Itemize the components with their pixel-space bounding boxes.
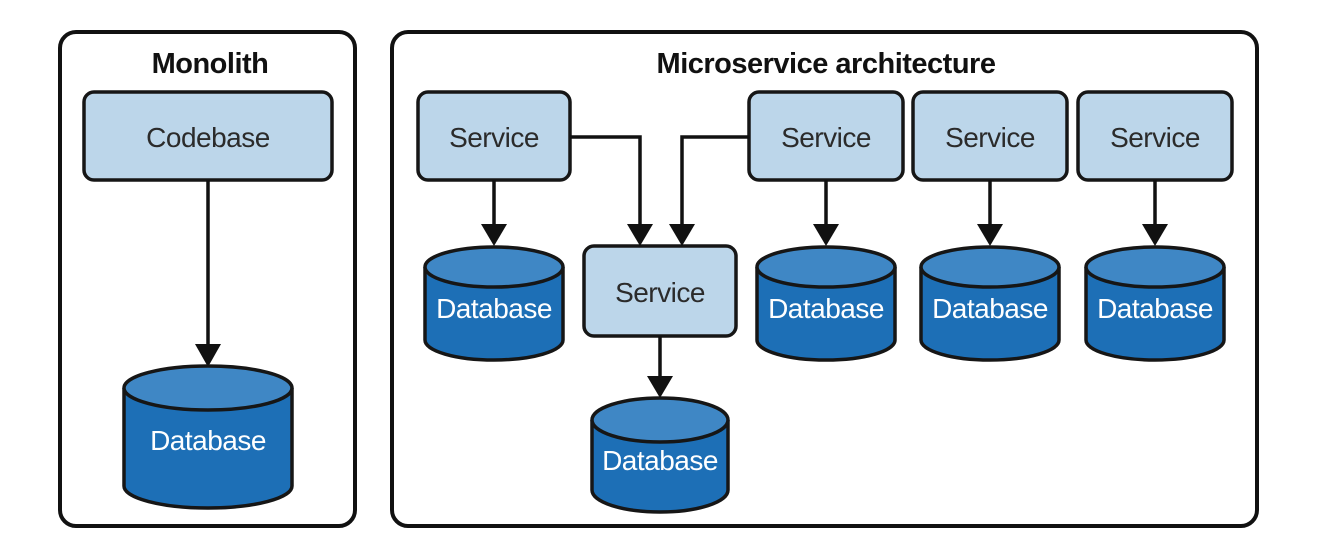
database-label-2: Database [768,293,884,324]
arrowhead-icon [647,376,673,398]
service-label-middle: Service [615,277,705,308]
microservices-title: Microservice architecture [657,48,996,80]
cylinder-top [590,396,730,444]
service-label-3: Service [945,122,1035,153]
codebase-label: Codebase [146,122,270,153]
arrowhead-icon [627,224,653,246]
monolith-panel: Monolith Codebase Database [58,30,357,528]
arrow-service4-to-database4 [1142,180,1168,246]
database-label-4: Database [1097,293,1213,324]
database-cylinder-3: Database [919,245,1061,362]
arrow-service2-to-database2 [813,180,839,246]
cylinder-top [423,245,565,289]
arrowhead-icon [977,224,1003,246]
database-cylinder-middle: Database [590,396,730,514]
cylinder-body [755,267,897,362]
database-label-middle: Database [602,445,718,476]
cylinder-body [423,267,565,362]
arrow-middle-service-to-database [647,336,673,398]
database-cylinder-1: Database [423,245,565,362]
database-cylinder-4: Database [1084,245,1226,362]
database-label-1: Database [436,293,552,324]
cylinder-body [1084,267,1226,362]
arrowhead-icon [813,224,839,246]
monolith-title: Monolith [152,48,269,80]
database-label-3: Database [932,293,1048,324]
cylinder-body [122,388,294,510]
monolith-database-label: Database [150,425,266,456]
arrowhead-icon [669,224,695,246]
arrow-service1-to-database1 [481,180,507,246]
arrowhead-icon [1142,224,1168,246]
monolith-database-cylinder: Database [122,364,294,510]
arrow-service1-to-middle-service [570,135,653,246]
database-cylinder-2: Database [755,245,897,362]
cylinder-top [919,245,1061,289]
cylinder-top [755,245,897,289]
service-label-1: Service [449,122,539,153]
service-label-2: Service [781,122,871,153]
microservices-panel: Microservice architecture Service Servic… [390,30,1259,528]
service-label-4: Service [1110,122,1200,153]
arrowhead-icon [481,224,507,246]
cylinder-top [1084,245,1226,289]
arrow-service3-to-database3 [977,180,1003,246]
cylinder-body [590,420,730,514]
arrow-service2-to-middle-service [669,135,749,246]
cylinder-top [122,364,294,412]
arrowhead-icon [195,344,221,367]
cylinder-body [919,267,1061,362]
arrow-codebase-to-database [195,180,221,367]
